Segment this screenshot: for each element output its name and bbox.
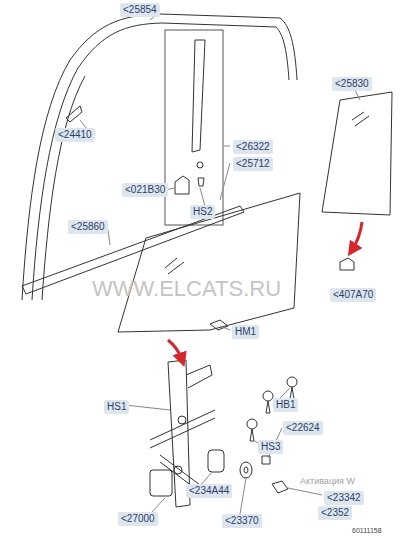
callout-number: HM1 — [235, 326, 256, 337]
drawing-number: 60111158 — [352, 527, 382, 534]
part-callout: HS3 — [258, 440, 283, 454]
callout-number: <25860 — [71, 221, 105, 232]
part-callout: <25712 — [233, 157, 273, 171]
callout-number: <25712 — [236, 158, 270, 169]
part-callout: <27000 — [118, 512, 158, 526]
part-callout: <23370 — [222, 514, 262, 528]
callout-number: <22624 — [286, 422, 320, 433]
part-callout: <2352 — [318, 506, 352, 520]
part-callout: <234A44 — [186, 484, 232, 498]
part-callout: <25830 — [332, 77, 372, 91]
callout-number: <23370 — [225, 515, 259, 526]
part-callout: <23342 — [324, 491, 364, 505]
part-callout: <22624 — [283, 421, 323, 435]
callout-number: <234A44 — [189, 485, 229, 496]
callout-number: <25830 — [335, 78, 369, 89]
callout-number: HB1 — [276, 399, 295, 410]
watermark: Активация W — [300, 476, 355, 486]
part-callout: <407A70 — [330, 288, 376, 302]
part-callout: HS1 — [104, 400, 129, 414]
watermark: WWW.ELCATS.RU — [92, 276, 281, 302]
callout-number: HS2 — [193, 206, 212, 217]
callout-number: <23342 — [327, 492, 361, 503]
part-callout: HM1 — [232, 325, 259, 339]
part-callout: <24410 — [55, 128, 95, 142]
callout-number: <24410 — [58, 129, 92, 140]
part-callout: <25860 — [68, 220, 108, 234]
callout-number: <021B30 — [125, 184, 165, 195]
part-callout: <25854 — [120, 3, 160, 17]
callout-number: HS1 — [107, 401, 126, 412]
part-callout: HB1 — [273, 398, 298, 412]
part-callout: <26322 — [233, 140, 273, 154]
callout-number: <407A70 — [333, 289, 373, 300]
callout-number: <27000 — [121, 513, 155, 524]
callout-number: <25854 — [123, 4, 157, 15]
callout-number: HS3 — [261, 441, 280, 452]
callout-number: <2352 — [321, 507, 349, 518]
part-callout: HS2 — [190, 205, 215, 219]
part-callout: <021B30 — [122, 183, 168, 197]
callout-number: <26322 — [236, 141, 270, 152]
